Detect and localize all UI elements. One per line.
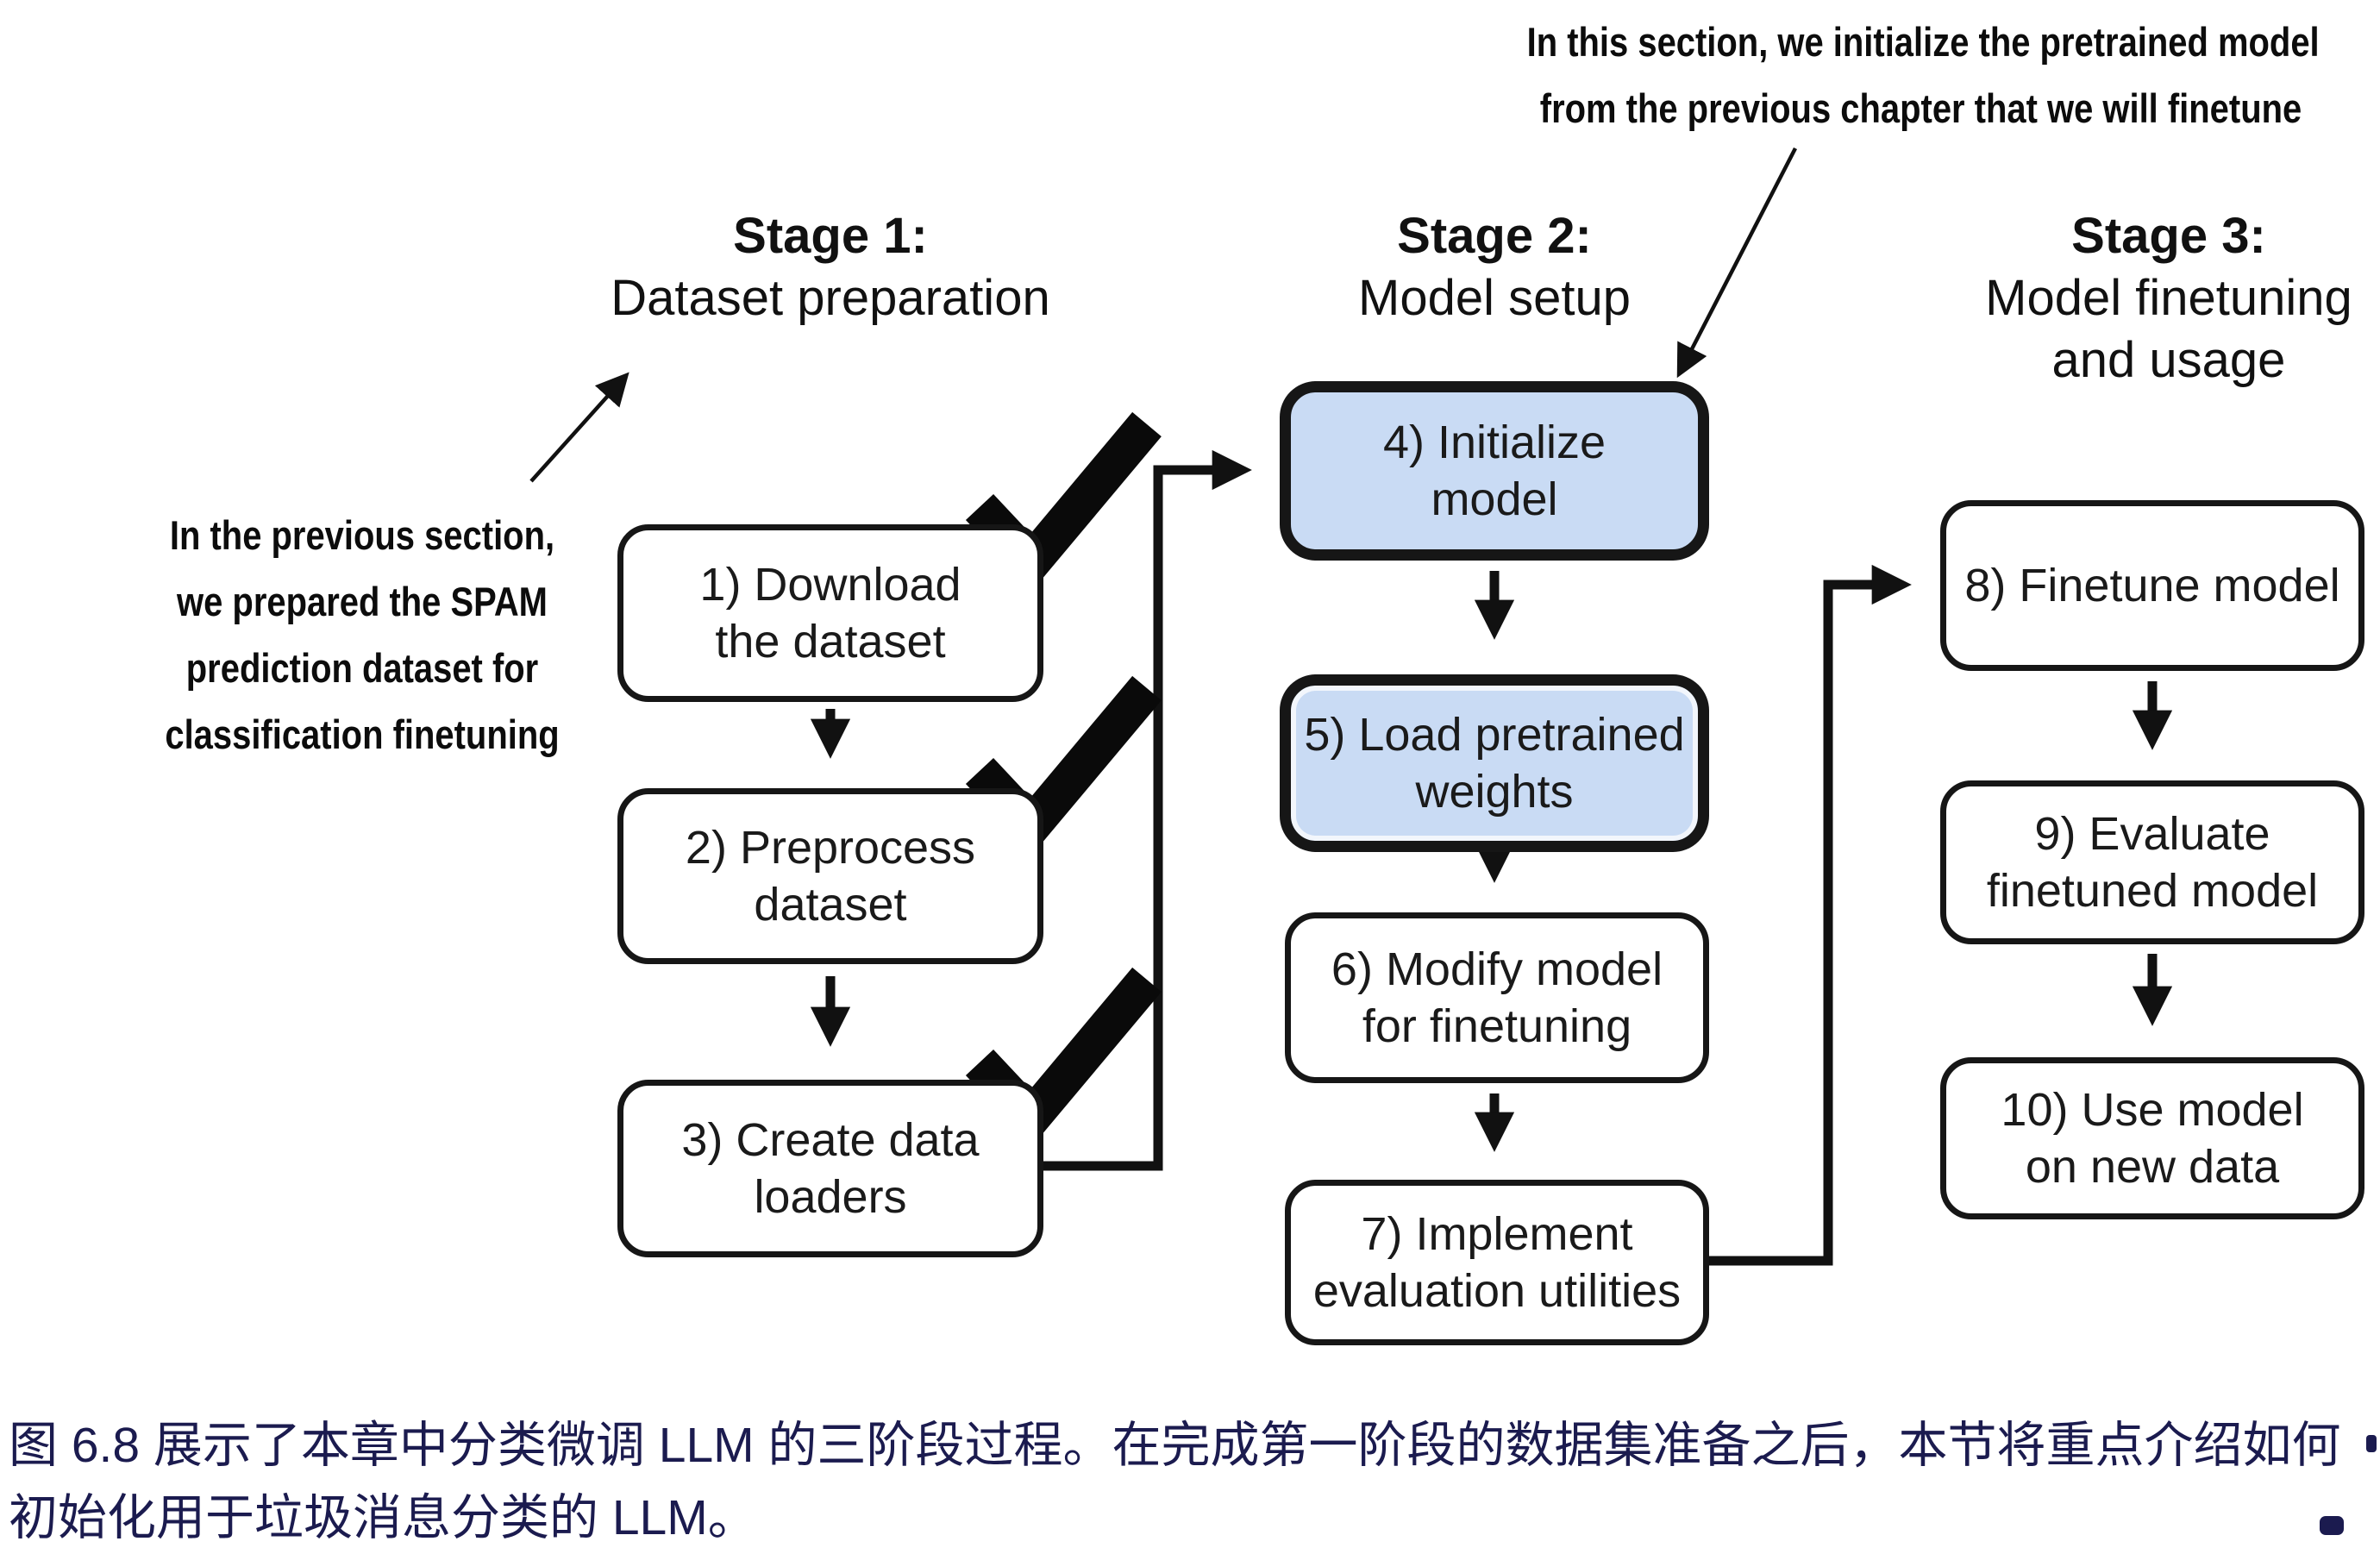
left-note-line-2: we prepared the SPAM	[177, 579, 548, 624]
left-note: In the previous section, we prepared the…	[112, 502, 612, 768]
stage-2-header: Stage 2: Model setup	[1218, 205, 1770, 329]
box-implement-evaluation-utilities-label: 7) Implement evaluation utilities	[1312, 1208, 1682, 1317]
stage-1-subtitle: Dataset preparation	[611, 270, 1050, 326]
stage-2-subtitle: Model setup	[1358, 270, 1631, 326]
stage-3-title: Stage 3:	[2071, 208, 2266, 264]
top-note-line-2: from the previous chapter that we will f…	[1539, 85, 2302, 131]
stage-3-header: Stage 3: Model finetuning and usage	[1893, 205, 2380, 392]
box-use-model-new-data: 10) Use model on new data	[1940, 1057, 2364, 1219]
box-preprocess-dataset: 2) Preprocess dataset	[617, 788, 1043, 964]
box-modify-model-label: 6) Modify model for finetuning	[1331, 943, 1663, 1052]
box-create-data-loaders: 3) Create data loaders	[617, 1080, 1043, 1257]
elbow-connector-stage2-to-stage3	[1709, 564, 1912, 1266]
box-create-data-loaders-label: 3) Create data loaders	[681, 1114, 980, 1223]
box-load-pretrained-weights: 5) Load pretrained weights	[1280, 674, 1709, 852]
figure-caption: 图 6.8 展示了本章中分类微调 LLM 的三阶段过程。在完成第一阶段的数据集准…	[9, 1409, 2371, 1554]
elbow-connector-stage1-to-stage2	[1043, 449, 1252, 1171]
box-evaluate-finetuned-model: 9) Evaluate finetuned model	[1940, 780, 2364, 944]
box-download-dataset-label: 1) Download the dataset	[699, 559, 961, 667]
box-download-dataset: 1) Download the dataset	[617, 524, 1043, 702]
box-implement-evaluation-utilities: 7) Implement evaluation utilities	[1285, 1180, 1709, 1345]
caption-edge-mark	[2366, 1435, 2377, 1452]
box-evaluate-finetuned-model-label: 9) Evaluate finetuned model	[1986, 808, 2319, 917]
top-note: In this section, we initialize the pretr…	[1457, 9, 2380, 141]
figure-caption-line-1: 图 6.8 展示了本章中分类微调 LLM 的三阶段过程。在完成第一阶段的数据集准…	[9, 1418, 2341, 1473]
stage-3-subtitle-line-1: Model finetuning	[1985, 270, 2352, 326]
page-corner-mark	[2320, 1516, 2344, 1535]
box-use-model-new-data-label: 10) Use model on new data	[2001, 1084, 2304, 1193]
box-finetune-model: 8) Finetune model	[1940, 500, 2364, 671]
box-finetune-model-label: 8) Finetune model	[1964, 560, 2340, 611]
left-note-line-4: classification finetuning	[165, 711, 560, 757]
top-note-line-1: In this section, we initialize the pretr…	[1526, 19, 2320, 65]
box-preprocess-dataset-label: 2) Preprocess dataset	[685, 822, 976, 931]
box-initialize-model-label: 4) Initialize model	[1382, 417, 1606, 525]
left-note-line-3: prediction dataset for	[185, 645, 539, 691]
stage-1-title: Stage 1:	[733, 208, 928, 264]
box-initialize-model: 4) Initialize model	[1280, 381, 1709, 561]
figure-caption-line-2: 初始化用于垃圾消息分类的 LLM。	[9, 1490, 757, 1545]
stage-2-title: Stage 2:	[1397, 208, 1592, 264]
box-load-pretrained-weights-label: 5) Load pretrained weights	[1304, 709, 1685, 818]
stage-1-header: Stage 1: Dataset preparation	[554, 205, 1106, 329]
stage-3-subtitle-line-2: and usage	[2051, 332, 2286, 388]
left-note-line-1: In the previous section,	[169, 512, 555, 558]
annotation-arrow-left-note	[529, 372, 629, 483]
box-modify-model: 6) Modify model for finetuning	[1285, 912, 1709, 1083]
